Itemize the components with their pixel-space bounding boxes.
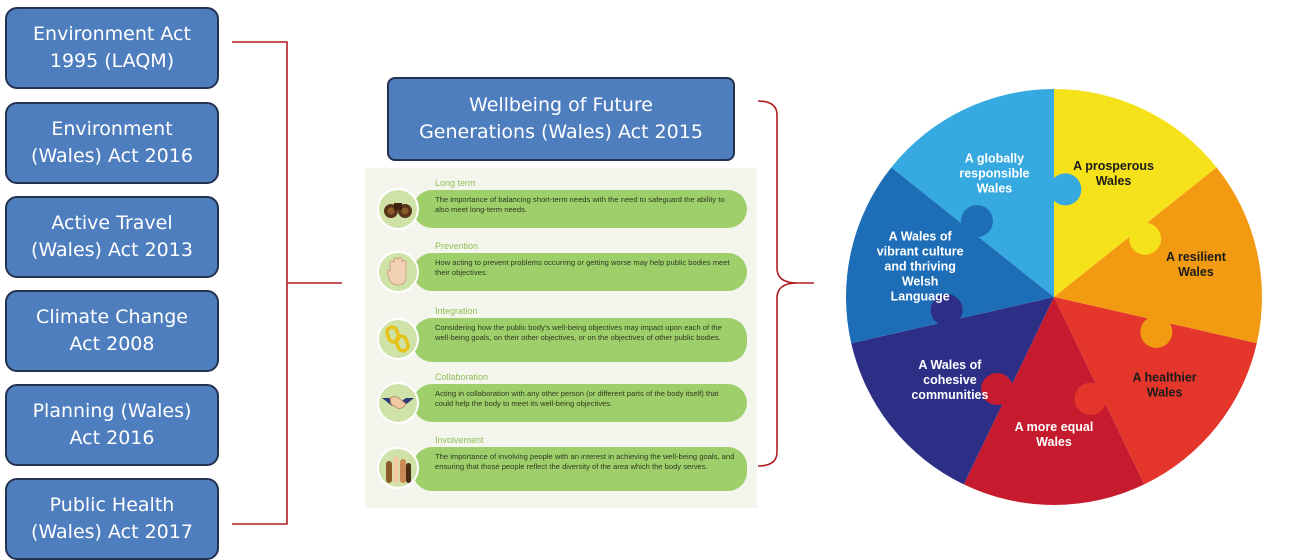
act-environment-1995: Environment Act 1995 (LAQM) [5, 7, 219, 89]
handshake-icon [377, 382, 419, 424]
act-active-travel-2013: Active Travel (Wales) Act 2013 [5, 196, 219, 278]
way-prevention: Prevention How acting to prevent problem… [365, 241, 757, 305]
way-title: Prevention [435, 241, 479, 251]
way-title: Long term [435, 178, 476, 188]
act-label: Environment (Wales) Act 2016 [31, 118, 193, 167]
goal-segment [963, 297, 1145, 505]
way-description: How acting to prevent problems occurring… [435, 258, 730, 277]
goal-segment [1054, 297, 1257, 485]
way-pill: Considering how the public body's well-b… [413, 318, 747, 362]
way-description: The importance of balancing short-term n… [435, 195, 725, 214]
way-description: Acting in collaboration with any other p… [435, 389, 719, 408]
act-label: Public Health (Wales) Act 2017 [31, 494, 193, 543]
puzzle-tab [1129, 222, 1162, 255]
binoculars-icon [377, 188, 419, 230]
way-pill: Acting in collaboration with any other p… [413, 384, 747, 422]
hand-stop-icon [377, 251, 419, 293]
goal-segment [1054, 89, 1217, 297]
act-climate-change-2008: Climate Change Act 2008 [5, 290, 219, 372]
way-description: Considering how the public body's well-b… [435, 323, 722, 342]
act-public-health-2017: Public Health (Wales) Act 2017 [5, 478, 219, 560]
way-pill: The importance of involving people with … [413, 447, 747, 491]
way-involvement: Involvement The importance of involving … [365, 435, 757, 499]
way-long-term: Long term The importance of balancing sh… [365, 178, 757, 242]
way-title: Integration [435, 306, 478, 316]
way-collaboration: Collaboration Acting in collaboration wi… [365, 372, 757, 436]
way-integration: Integration Considering how the public b… [365, 306, 757, 370]
act-environment-wales-2016: Environment (Wales) Act 2016 [5, 102, 219, 184]
chain-link-icon [377, 318, 419, 360]
wfg-act-label: Wellbeing of Future Generations (Wales) … [419, 94, 703, 143]
way-pill: The importance of balancing short-term n… [413, 190, 747, 228]
puzzle-tab [960, 205, 993, 238]
puzzle-tab [1140, 315, 1173, 348]
way-description: The importance of involving people with … [435, 452, 735, 471]
goal-segment [851, 297, 1054, 485]
act-planning-2016: Planning (Wales) Act 2016 [5, 384, 219, 466]
raised-hands-icon [377, 447, 419, 489]
act-label: Climate Change Act 2008 [36, 306, 188, 355]
wfg-act-box: Wellbeing of Future Generations (Wales) … [387, 77, 735, 161]
act-label: Planning (Wales) Act 2016 [32, 400, 192, 449]
way-title: Involvement [435, 435, 484, 445]
goal-segment [846, 167, 1054, 344]
act-label: Environment Act 1995 (LAQM) [33, 23, 191, 72]
goal-segment [891, 89, 1054, 297]
way-title: Collaboration [435, 372, 489, 382]
puzzle-tab [981, 373, 1014, 406]
way-pill: How acting to prevent problems occurring… [413, 253, 747, 291]
act-label: Active Travel (Wales) Act 2013 [31, 212, 193, 261]
puzzle-tab [1049, 173, 1082, 206]
goal-segment [1054, 167, 1262, 344]
ways-of-working-panel: Long term The importance of balancing sh… [365, 168, 757, 508]
puzzle-tab [1074, 382, 1107, 415]
puzzle-tab [930, 293, 963, 326]
